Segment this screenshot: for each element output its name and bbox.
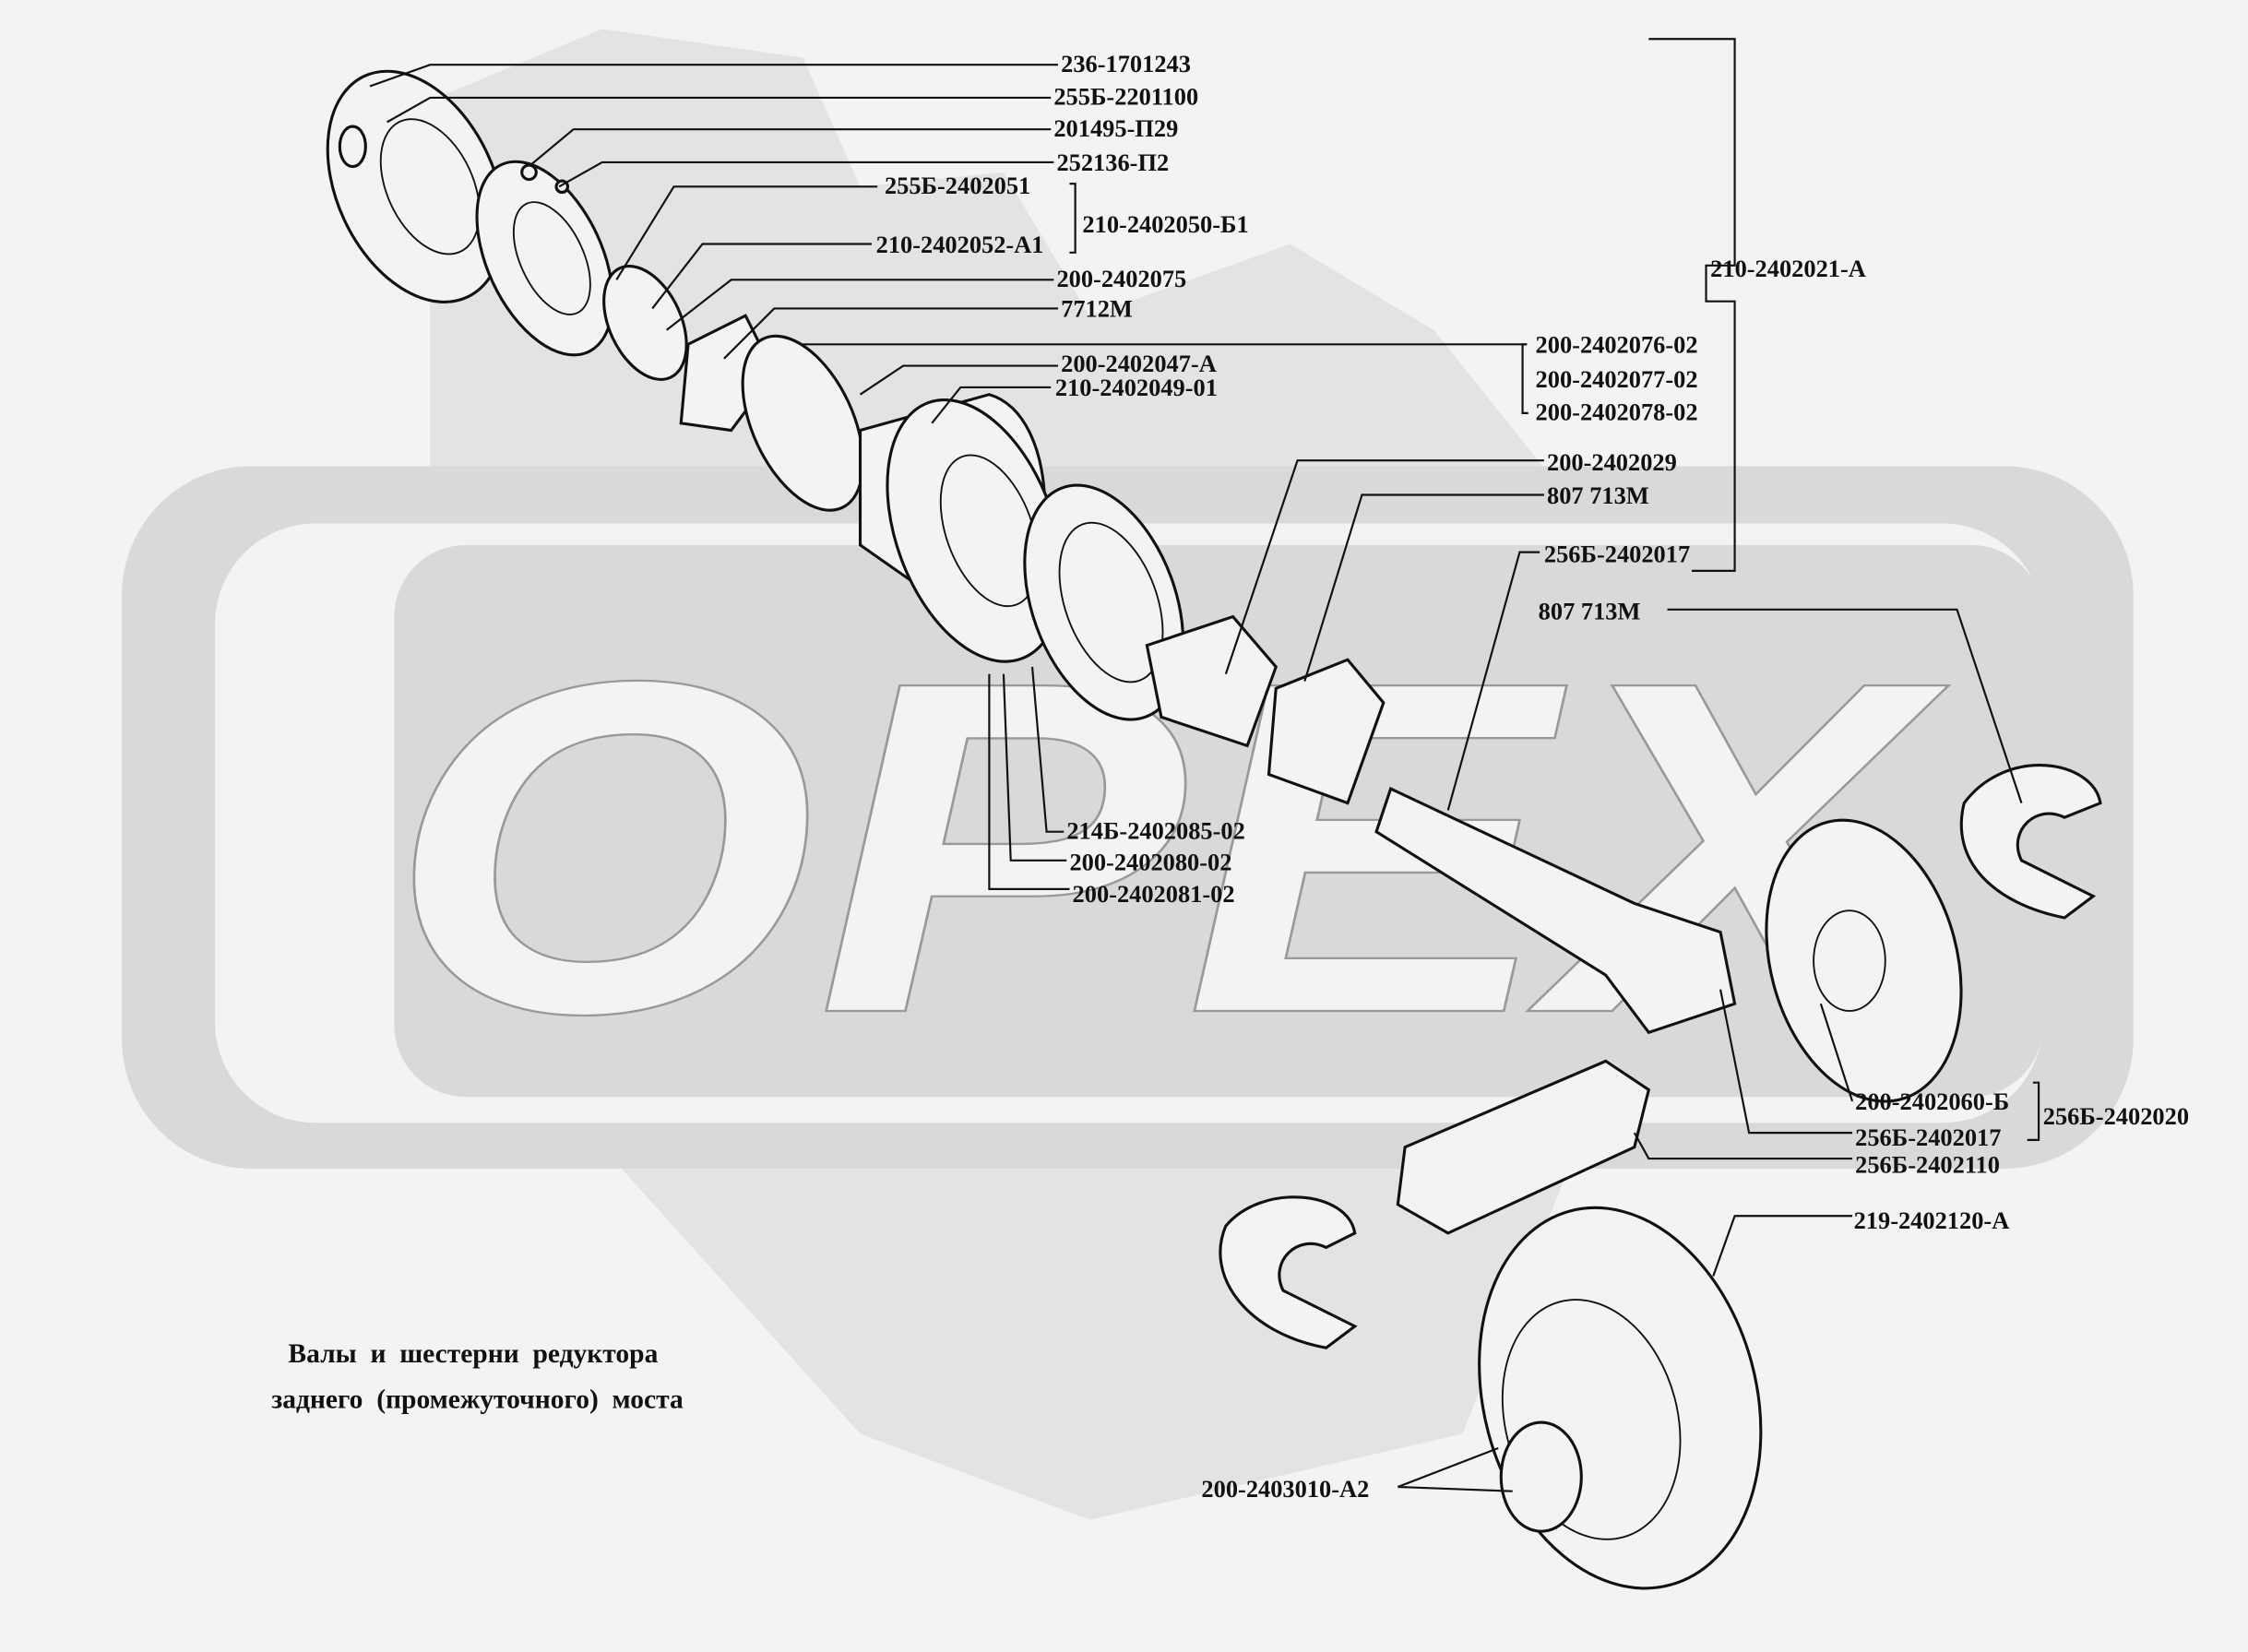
diagram-title: Валы и шестерни редуктора заднего (проме… (271, 1339, 684, 1415)
part-label: 219-2402120-А (1854, 1206, 2010, 1234)
part-label: 255Б-2402051 (885, 172, 1030, 199)
assembly-label: 210-2402050-Б1 (1082, 210, 1248, 238)
part-label: 200-2402075 (1056, 265, 1186, 292)
part-label: 256Б-2402017 (1855, 1123, 2001, 1151)
part-label: 807 713М (1539, 598, 1641, 625)
part-label: 200-2402076-02 (1536, 331, 1698, 359)
part-label: 256Б-2402110 (1855, 1151, 2000, 1179)
part-label: 210-2402052-А1 (876, 231, 1044, 258)
part-label: 807 713М (1547, 481, 1649, 509)
part-label: 214Б-2402085-02 (1066, 816, 1244, 844)
assembly-label: 210-2402021-А (1710, 255, 1866, 282)
part-label: 200-2402078-02 (1536, 398, 1698, 426)
part-label: 200-2402029 (1547, 448, 1677, 476)
leader-lines (369, 38, 2040, 1492)
part-label: 255Б-2201100 (1053, 83, 1198, 111)
part-label: 210-2402049-01 (1055, 374, 1218, 401)
title-line-1: Валы и шестерни редуктора (288, 1339, 658, 1369)
part-label: 200-2402060-Б (1855, 1087, 2009, 1115)
part-label: 252136-П2 (1056, 149, 1169, 176)
part-label: 236-1701243 (1061, 50, 1191, 77)
part-label: 200-2402047-А (1061, 350, 1217, 377)
assembly-label: 256Б-2402020 (2043, 1102, 2189, 1130)
part-label: 200-2403010-А2 (1201, 1475, 1369, 1503)
part-labels: 236-1701243 255Б-2201100 201495-П29 2521… (876, 50, 2189, 1503)
title-line-2: заднего (промежуточного) моста (271, 1385, 684, 1415)
watermark-logo: OPEX (122, 29, 2134, 1520)
part-label: 200-2402080-02 (1069, 849, 1231, 876)
part-label: 200-2402081-02 (1073, 880, 1235, 908)
part-label: 200-2402077-02 (1536, 365, 1698, 393)
part-label: 201495-П29 (1053, 114, 1178, 142)
part-label: 7712М (1061, 295, 1133, 323)
parts-drawing (326, 69, 2102, 1590)
part-label: 256Б-2402017 (1544, 541, 1690, 568)
